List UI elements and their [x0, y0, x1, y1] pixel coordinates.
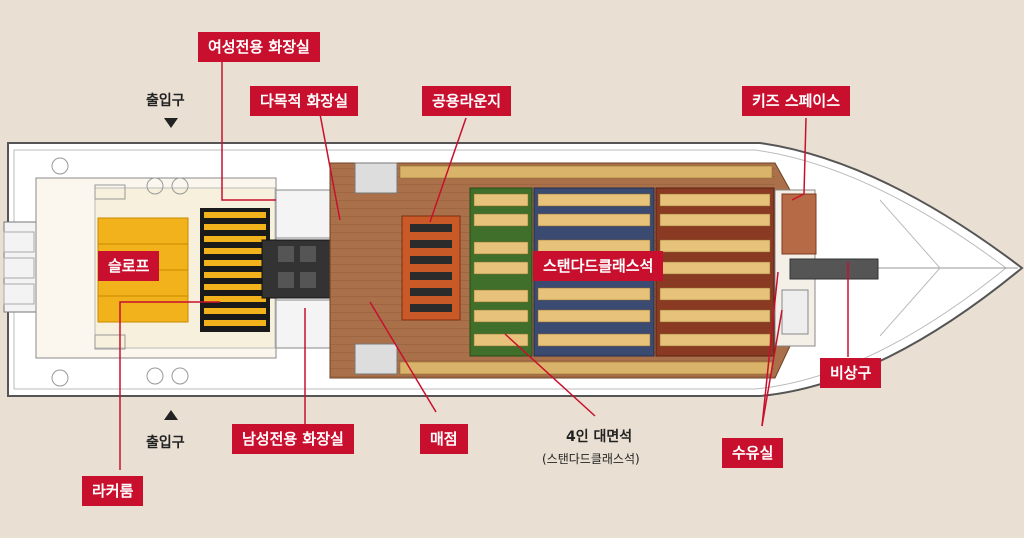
- entrance-bottom-arrow: [164, 410, 178, 420]
- standard-class-label: 스탠다드클래스석: [533, 251, 664, 281]
- entrance-top-arrow: [164, 118, 178, 128]
- nursing-room-area: [781, 289, 809, 335]
- mens-restroom-area: [275, 299, 337, 349]
- slope-label: 슬로프: [98, 251, 160, 281]
- nursing-room-label: 수유실: [722, 438, 784, 468]
- four-seat-sublabel: (스탠다드클래스석): [542, 452, 640, 466]
- entrance-top-label: 출입구: [146, 93, 185, 109]
- four-seat-label: 4인 대면석: [566, 429, 633, 445]
- emergency-exit-label: 비상구: [820, 358, 882, 388]
- emergency-exit-bar: [789, 258, 879, 280]
- locker-room-label: 라커룸: [82, 476, 144, 506]
- public-lounge-label: 공용라운지: [422, 86, 512, 116]
- store-label: 매점: [420, 424, 468, 454]
- mens-restroom-label: 남성전용 화장실: [232, 424, 354, 454]
- lounge-carpet: [401, 215, 461, 321]
- womens-restroom-area: [275, 189, 337, 239]
- multi-restroom-label: 다목적 화장실: [250, 86, 359, 116]
- kids-space-area: [781, 193, 817, 255]
- entrance-bottom-label: 출입구: [146, 435, 185, 451]
- kids-space-label: 키즈 스페이스: [742, 86, 851, 116]
- womens-restroom-label: 여성전용 화장실: [198, 32, 320, 62]
